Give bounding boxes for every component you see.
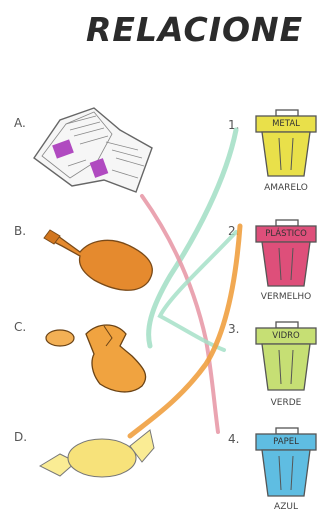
- bin-color-label-azul: AZUL: [241, 502, 324, 512]
- bin-color-label-verde: VERDE: [241, 398, 324, 408]
- bin-lid-label-glass: VIDRO: [258, 331, 314, 341]
- bin-color-label-vermelho: VERMELHO: [241, 292, 324, 302]
- can-icon: [46, 325, 146, 392]
- bin-color-label-amarelo: AMARELO: [241, 183, 324, 193]
- bin-handle: [276, 110, 298, 116]
- newspaper-icon: [34, 108, 152, 192]
- bin-handle: [276, 220, 298, 226]
- bin-handle: [276, 428, 298, 434]
- bin-handle: [276, 322, 298, 328]
- bin-lid-label-metal: METAL: [258, 119, 314, 129]
- bin-lid-label-plastic: PLÁSTICO: [258, 229, 314, 239]
- candy-wrapper-icon: [40, 430, 154, 477]
- bottle-icon: [44, 230, 152, 290]
- bin-lid-label-paper: PAPEL: [258, 437, 314, 447]
